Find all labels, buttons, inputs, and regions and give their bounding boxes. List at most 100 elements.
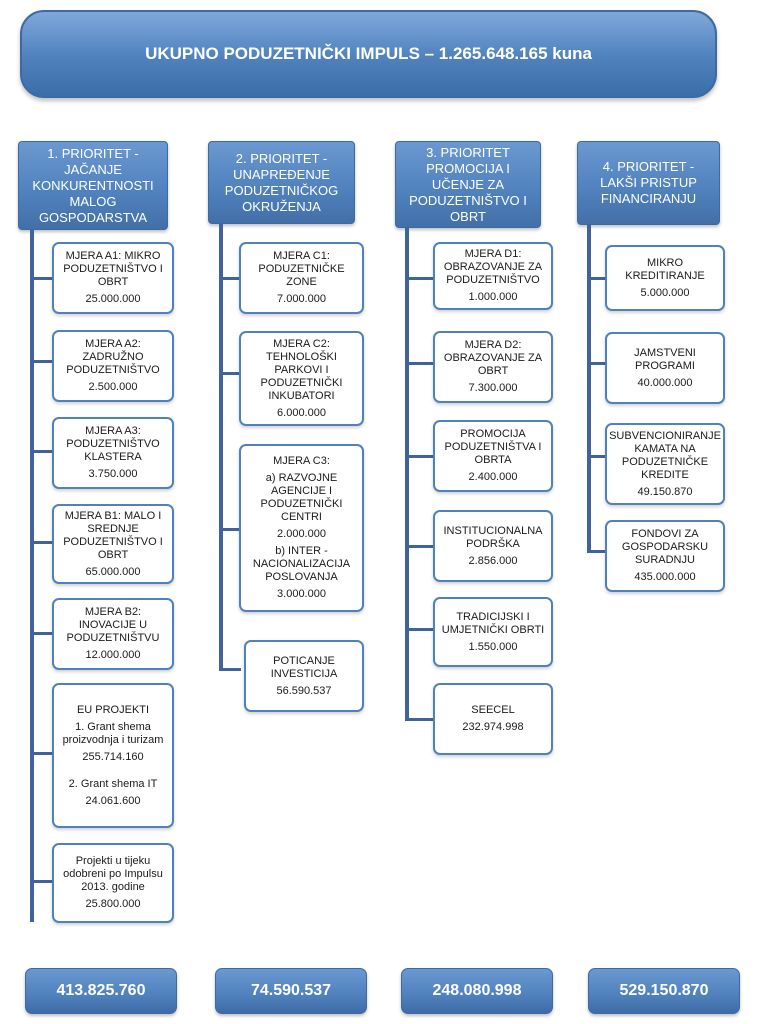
- priority-2-heading: 2. PRIORITET - UNAPREĐENJE PODUZETNIČKOG…: [208, 141, 355, 224]
- branch-connector: [30, 450, 54, 453]
- economic-cooperation-funds-card: FONDOVI ZA GOSPODARSKU SURADNJU 435.000.…: [605, 520, 725, 592]
- measure-value: 25.000.000: [85, 293, 141, 305]
- measure-value: 12.000.000: [85, 649, 141, 661]
- measure-a2-card: MJERA A2: ZADRUŽNO PODUZETNIŠTVO 2.500.0…: [52, 330, 174, 402]
- program-title: UKUPNO PODUZETNIČKI IMPULS – 1.265.648.1…: [20, 10, 717, 98]
- measure-title: MJERA D1: OBRAZOVANJE ZA PODUZETNIŠTVO: [443, 248, 543, 286]
- measure-title: JAMSTVENI PROGRAMI: [634, 346, 696, 372]
- measure-title: EU PROJEKTI: [76, 703, 150, 716]
- grant-scheme-2-value: 24.061.600: [85, 794, 141, 807]
- measure-title: MJERA C3:: [273, 455, 330, 467]
- measure-title: MJERA A1: MIKRO PODUZETNIŠTVO I OBRT: [63, 250, 163, 288]
- measure-c2-card: MJERA C2: TEHNOLOŠKI PARKOVI I PODUZETNI…: [239, 331, 364, 426]
- development-agencies-value: 2.000.000: [277, 528, 326, 540]
- priority-4-total: 529.150.870: [588, 968, 740, 1014]
- measure-value: 1.000.000: [468, 291, 518, 303]
- branch-connector: [405, 455, 435, 458]
- micro-crediting-card: MIKRO KREDITIRANJE 5.000.000: [605, 245, 725, 311]
- measure-d1-card: MJERA D1: OBRAZOVANJE ZA PODUZETNIŠTVO 1…: [433, 242, 553, 310]
- branch-connector: [30, 360, 54, 363]
- internationalisation-label: b) INTER - NACIONALIZACIJA POSLOVANJA: [252, 545, 351, 583]
- measure-title: MJERA A3: PODUZETNIŠTVO KLASTERA: [66, 425, 160, 463]
- measure-title: MJERA C2: TEHNOLOŠKI PARKOVI I PODUZETNI…: [260, 337, 343, 402]
- priority-1-heading: 1. PRIORITET - JAČANJE KONKURENTNOSTI MA…: [18, 141, 168, 230]
- measure-title: SEECEL: [471, 704, 515, 716]
- measure-title: Projekti u tijeku odobreni po Impulsu 20…: [63, 855, 163, 893]
- interest-subsidies-card: SUBVENCIONIRANJE KAMATA NA PODUZETNIČKE …: [605, 423, 725, 505]
- branch-connector: [405, 718, 435, 721]
- measure-title: SUBVENCIONIRANJE KAMATA NA PODUZETNIČKE …: [609, 429, 721, 481]
- ongoing-projects-card: Projekti u tijeku odobreni po Impulsu 20…: [52, 843, 174, 923]
- measure-a3-card: MJERA A3: PODUZETNIŠTVO KLASTERA 3.750.0…: [52, 417, 174, 489]
- grant-scheme-1-value: 255.714.160: [82, 750, 144, 763]
- measure-title: POTICANJE INVESTICIJA: [270, 654, 338, 680]
- branch-connector: [405, 362, 435, 365]
- branch-connector: [219, 372, 241, 375]
- branch-connector: [405, 628, 435, 631]
- measure-value: 232.974.998: [462, 721, 524, 733]
- branch-connector: [30, 752, 54, 755]
- investment-incentives-card: POTICANJE INVESTICIJA 56.590.537: [244, 640, 364, 712]
- measure-value: 40.000.000: [637, 376, 693, 389]
- measure-value: 25.800.000: [85, 898, 141, 910]
- branch-connector: [219, 528, 241, 531]
- measure-title: FONDOVI ZA GOSPODARSKU SURADNJU: [621, 528, 709, 566]
- branch-connector: [30, 541, 54, 544]
- branch-connector: [219, 668, 241, 671]
- branch-connector: [587, 362, 607, 365]
- measure-title: MJERA A2: ZADRUŽNO PODUZETNIŠTVO: [66, 338, 160, 376]
- measure-title: MJERA C1: PODUZETNIČKE ZONE: [258, 250, 345, 288]
- traditional-crafts-card: TRADICIJSKI I UMJETNIČKI OBRTI 1.550.000: [433, 597, 553, 667]
- branch-connector: [30, 880, 54, 883]
- measure-value: 1.550.000: [468, 640, 518, 653]
- priority-3-total: 248.080.998: [401, 968, 553, 1014]
- measure-value: 49.150.870: [637, 485, 693, 498]
- institutional-support-card: INSTITUCIONALNA PODRŠKA 2.856.000: [433, 510, 553, 582]
- priority-4-connector: [587, 225, 591, 553]
- measure-title: MIKRO KREDITIRANJE: [625, 256, 705, 282]
- priority-4-heading: 4. PRIORITET - LAKŠI PRISTUP FINANCIRANJ…: [577, 141, 720, 225]
- priority-1-total: 413.825.760: [25, 968, 177, 1014]
- priority-3-connector: [405, 228, 409, 720]
- measure-value: 3.750.000: [88, 468, 138, 480]
- measure-value: 56.590.537: [276, 684, 332, 697]
- measure-value: 65.000.000: [85, 565, 141, 578]
- branch-connector: [405, 545, 435, 548]
- branch-connector: [405, 277, 435, 280]
- measure-title: MJERA B2: INOVACIJE U PODUZETNIŠTVU: [66, 606, 160, 644]
- internationalisation-value: 3.000.000: [277, 588, 326, 600]
- measure-b1-card: MJERA B1: MALO I SREDNJE PODUZETNIŠTVO I…: [52, 504, 174, 584]
- measure-c1-card: MJERA C1: PODUZETNIČKE ZONE 7.000.000: [239, 242, 364, 314]
- measure-value: 435.000.000: [634, 571, 696, 583]
- measure-d2-card: MJERA D2: OBRAZOVANJE ZA OBRT 7.300.000: [433, 331, 553, 403]
- measure-value: 2.400.000: [468, 471, 518, 483]
- branch-connector: [587, 550, 607, 553]
- measure-title: TRADICIJSKI I UMJETNIČKI OBRTI: [441, 610, 545, 636]
- branch-connector: [30, 632, 54, 635]
- measure-value: 2.500.000: [88, 381, 138, 393]
- measure-b2-card: MJERA B2: INOVACIJE U PODUZETNIŠTVU 12.0…: [52, 598, 174, 670]
- seecel-card: SEECEL 232.974.998: [433, 683, 553, 755]
- measure-title: MJERA B1: MALO I SREDNJE PODUZETNIŠTVO I…: [63, 509, 163, 561]
- branch-connector: [587, 455, 607, 458]
- grant-scheme-2-label: 2. Grant shema IT: [68, 777, 158, 790]
- branch-connector: [219, 277, 241, 280]
- guarantee-programs-card: JAMSTVENI PROGRAMI 40.000.000: [605, 332, 725, 404]
- measure-c3-card: MJERA C3: a) RAZVOJNE AGENCIJE I PODUZET…: [239, 444, 364, 612]
- promotion-card: PROMOCIJA PODUZETNIŠTVA I OBRTA 2.400.00…: [433, 420, 553, 492]
- branch-connector: [587, 277, 607, 280]
- priority-2-total: 74.590.537: [215, 968, 367, 1014]
- measure-value: 7.300.000: [468, 382, 518, 394]
- measure-value: 6.000.000: [277, 406, 326, 419]
- measure-title: INSTITUCIONALNA PODRŠKA: [443, 524, 543, 550]
- measure-a1-card: MJERA A1: MIKRO PODUZETNIŠTVO I OBRT 25.…: [52, 242, 174, 314]
- branch-connector: [30, 277, 54, 280]
- measure-value: 2.856.000: [468, 554, 518, 567]
- priority-2-connector: [219, 224, 223, 670]
- measure-title: MJERA D2: OBRAZOVANJE ZA OBRT: [443, 339, 543, 377]
- priority-1-connector: [30, 230, 34, 922]
- grant-scheme-1-label: 1. Grant shema proizvodnja i turizam: [62, 720, 164, 746]
- measure-title: PROMOCIJA PODUZETNIŠTVA I OBRTA: [444, 428, 542, 466]
- development-agencies-label: a) RAZVOJNE AGENCIJE I PODUZETNIČKI CENT…: [260, 472, 343, 523]
- eu-projects-card: EU PROJEKTI 1. Grant shema proizvodnja i…: [52, 683, 174, 828]
